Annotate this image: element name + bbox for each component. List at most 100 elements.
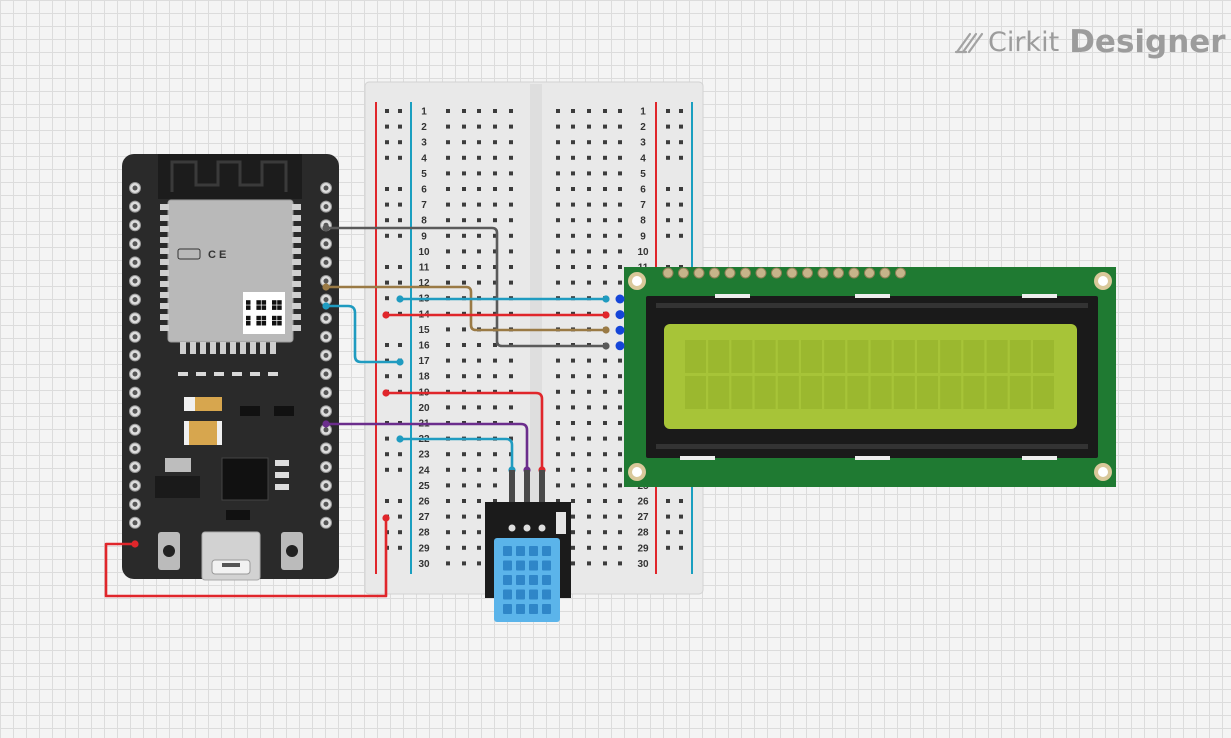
rail-hole[interactable]: [398, 155, 402, 160]
breadboard-hole[interactable]: [446, 530, 450, 535]
breadboard-hole[interactable]: [477, 187, 481, 191]
breadboard-hole[interactable]: [446, 452, 450, 457]
breadboard-hole[interactable]: [477, 561, 481, 566]
rail-hole[interactable]: [679, 514, 683, 519]
breadboard-hole[interactable]: [587, 265, 591, 269]
breadboard-hole[interactable]: [446, 514, 450, 519]
breadboard-hole[interactable]: [587, 483, 591, 488]
breadboard-hole[interactable]: [618, 233, 622, 238]
wire-dht-gnd[interactable]: [398, 437, 514, 472]
breadboard-hole[interactable]: [477, 171, 481, 176]
breadboard-hole[interactable]: [446, 109, 450, 113]
rail-hole[interactable]: [385, 233, 389, 238]
breadboard-hole[interactable]: [462, 249, 466, 254]
breadboard-hole[interactable]: [571, 389, 575, 394]
breadboard-hole[interactable]: [462, 405, 466, 410]
breadboard-hole[interactable]: [477, 545, 481, 550]
breadboard-hole[interactable]: [446, 218, 450, 223]
breadboard-hole[interactable]: [462, 327, 466, 332]
breadboard-hole[interactable]: [493, 374, 497, 379]
breadboard-hole[interactable]: [477, 155, 481, 160]
breadboard-hole[interactable]: [509, 405, 513, 410]
breadboard-hole[interactable]: [462, 452, 466, 457]
dht-sensor[interactable]: [485, 470, 571, 622]
wire-endpoint[interactable]: [322, 420, 330, 428]
breadboard-hole[interactable]: [587, 374, 591, 379]
breadboard-hole[interactable]: [509, 171, 513, 176]
breadboard-hole[interactable]: [446, 561, 450, 566]
wire-endpoint[interactable]: [602, 295, 610, 303]
wire-dht-vcc[interactable]: [384, 391, 544, 472]
rail-hole[interactable]: [679, 140, 683, 145]
breadboard-hole[interactable]: [493, 483, 497, 488]
breadboard-hole[interactable]: [509, 358, 513, 363]
rail-hole[interactable]: [385, 374, 389, 379]
breadboard-hole[interactable]: [509, 155, 513, 160]
breadboard-hole[interactable]: [556, 187, 560, 191]
rail-hole[interactable]: [679, 124, 683, 129]
breadboard-hole[interactable]: [462, 265, 466, 269]
breadboard-hole[interactable]: [493, 405, 497, 410]
breadboard-hole[interactable]: [462, 561, 466, 566]
breadboard-hole[interactable]: [493, 140, 497, 145]
rail-hole[interactable]: [385, 499, 389, 503]
breadboard-hole[interactable]: [556, 171, 560, 176]
breadboard-hole[interactable]: [509, 187, 513, 191]
breadboard-hole[interactable]: [556, 358, 560, 363]
breadboard-hole[interactable]: [587, 358, 591, 363]
breadboard-hole[interactable]: [571, 218, 575, 223]
breadboard-hole[interactable]: [618, 218, 622, 223]
rail-hole[interactable]: [398, 452, 402, 457]
rail-hole[interactable]: [398, 545, 402, 550]
dht-pin-pad[interactable]: [523, 524, 531, 532]
breadboard-hole[interactable]: [556, 436, 560, 441]
breadboard-hole[interactable]: [462, 374, 466, 379]
breadboard-hole[interactable]: [571, 358, 575, 363]
breadboard-hole[interactable]: [603, 280, 607, 285]
breadboard-hole[interactable]: [571, 483, 575, 488]
breadboard-hole[interactable]: [587, 202, 591, 207]
breadboard-hole[interactable]: [571, 374, 575, 379]
breadboard-hole[interactable]: [493, 499, 497, 503]
breadboard-hole[interactable]: [493, 233, 497, 238]
breadboard-hole[interactable]: [571, 452, 575, 457]
breadboard-hole[interactable]: [462, 218, 466, 223]
breadboard-hole[interactable]: [462, 514, 466, 519]
rail-hole[interactable]: [679, 218, 683, 223]
breadboard-hole[interactable]: [556, 483, 560, 488]
breadboard-hole[interactable]: [571, 265, 575, 269]
breadboard-hole[interactable]: [556, 124, 560, 129]
breadboard-hole[interactable]: [556, 109, 560, 113]
boot-button-cap[interactable]: [286, 545, 298, 557]
rail-hole[interactable]: [679, 233, 683, 238]
rail-hole[interactable]: [385, 452, 389, 457]
rail-hole[interactable]: [666, 514, 670, 519]
rail-hole[interactable]: [666, 109, 670, 113]
breadboard-hole[interactable]: [618, 140, 622, 145]
lcd-pin[interactable]: [615, 325, 625, 335]
breadboard-hole[interactable]: [556, 499, 560, 503]
breadboard-hole[interactable]: [618, 545, 622, 550]
breadboard-hole[interactable]: [618, 358, 622, 363]
breadboard-hole[interactable]: [462, 171, 466, 176]
wire-endpoint[interactable]: [322, 283, 330, 291]
rail-hole[interactable]: [666, 202, 670, 207]
breadboard-hole[interactable]: [477, 249, 481, 254]
breadboard-hole[interactable]: [618, 187, 622, 191]
breadboard-hole[interactable]: [477, 467, 481, 472]
breadboard-hole[interactable]: [462, 202, 466, 207]
breadboard-hole[interactable]: [587, 389, 591, 394]
breadboard-hole[interactable]: [603, 218, 607, 223]
breadboard-hole[interactable]: [587, 561, 591, 566]
wire-endpoint[interactable]: [602, 342, 610, 350]
rail-hole[interactable]: [385, 187, 389, 191]
breadboard-hole[interactable]: [618, 265, 622, 269]
rail-hole[interactable]: [679, 545, 683, 550]
breadboard-hole[interactable]: [603, 249, 607, 254]
rail-hole[interactable]: [666, 155, 670, 160]
breadboard-hole[interactable]: [603, 109, 607, 113]
breadboard-hole[interactable]: [446, 124, 450, 129]
breadboard-hole[interactable]: [477, 124, 481, 129]
rail-hole[interactable]: [398, 233, 402, 238]
dht-pin-pad[interactable]: [538, 524, 546, 532]
